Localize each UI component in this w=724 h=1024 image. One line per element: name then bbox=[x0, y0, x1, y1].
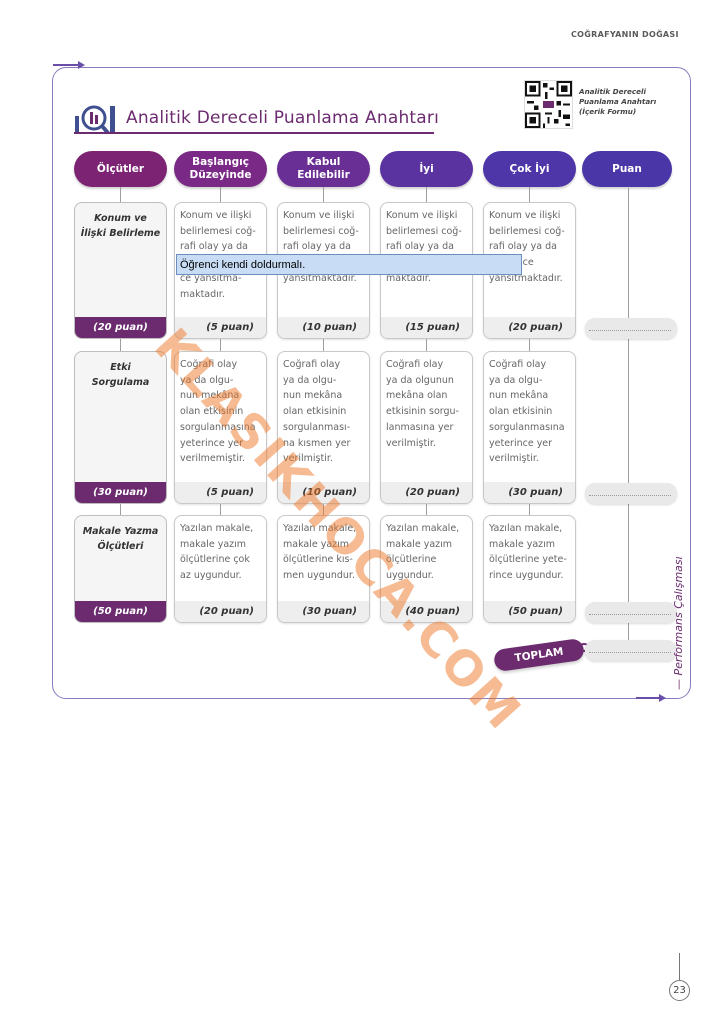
column-header-olcutler: Ölçütler bbox=[74, 151, 167, 187]
arrow-bottom-right-icon bbox=[636, 694, 666, 702]
connector-line bbox=[323, 339, 324, 351]
page-title: Analitik Dereceli Puanlama Anahtarı bbox=[126, 108, 440, 128]
cell-points: (10 puan) bbox=[278, 482, 369, 503]
criterion-card: Konum ve İlişki Belirleme (20 puan) bbox=[74, 202, 167, 339]
rubric-cell: Yazılan makale, makale yazım ölçütlerine… bbox=[380, 515, 473, 623]
criterion-points: (20 puan) bbox=[75, 317, 166, 338]
criterion-points: (50 puan) bbox=[75, 601, 166, 622]
column-header-label: Başlangıç bbox=[192, 156, 249, 168]
page-number-line bbox=[679, 953, 680, 980]
page-number: 23 bbox=[669, 980, 690, 1001]
side-label-holder: — Performans Çalışması bbox=[672, 556, 685, 690]
cell-description: Coğrafi olay ya da olgu- nun mekâna olan… bbox=[283, 359, 351, 465]
criterion-name: Konum ve İlişki Belirleme bbox=[80, 213, 161, 239]
analysis-magnifier-icon bbox=[74, 102, 120, 136]
qr-code-icon[interactable] bbox=[524, 80, 573, 129]
qr-caption-line: Analitik Dereceli bbox=[579, 87, 646, 96]
criterion-card: Etki Sorgulama (30 puan) bbox=[74, 351, 167, 504]
column-header-label: İyi bbox=[419, 162, 434, 175]
cell-points: (50 puan) bbox=[484, 601, 575, 622]
arrow-top-left-icon bbox=[53, 61, 85, 69]
column-header-label: Düzeyinde bbox=[189, 169, 252, 181]
column-header-label: Kabul bbox=[306, 156, 341, 168]
connector-line bbox=[529, 339, 530, 351]
score-field[interactable] bbox=[585, 483, 677, 504]
score-column-line bbox=[628, 188, 629, 658]
connector-line bbox=[220, 187, 221, 202]
qr-caption-line: Puanlama Anahtarı bbox=[579, 97, 657, 106]
criterion-points: (30 puan) bbox=[75, 482, 166, 503]
cell-description: Yazılan makale, makale yazım ölçütlerine… bbox=[489, 523, 567, 582]
student-fill-field[interactable]: Öğrenci kendi doldurmalı. bbox=[176, 254, 522, 275]
cell-points: (40 puan) bbox=[381, 601, 472, 622]
cell-description: Konum ve ilişki belirlemesi coğ- rafi ol… bbox=[283, 210, 359, 284]
cell-description: Konum ve ilişki belirlemesi coğ- rafi ol… bbox=[386, 210, 462, 284]
rubric-cell: Coğrafi olay ya da olgunun mekâna olan e… bbox=[380, 351, 473, 504]
connector-line bbox=[323, 187, 324, 202]
column-header-puan: Puan bbox=[582, 151, 672, 187]
section-header: COĞRAFYANIN DOĞASI bbox=[571, 30, 679, 39]
rubric-cell: Coğrafi olay ya da olgu- nun mekâna olan… bbox=[174, 351, 267, 504]
column-header-label: Ölçütler bbox=[96, 162, 145, 175]
cell-description: Yazılan makale, makale yazım ölçütlerine… bbox=[180, 523, 254, 582]
rubric-cell: Konum ve ilişki belirlemesi coğ- rafi ol… bbox=[483, 202, 576, 339]
cell-points: (20 puan) bbox=[381, 482, 472, 503]
cell-description: Yazılan makale, makale yazım ölçütlerine… bbox=[386, 523, 460, 582]
rubric-cell: Yazılan makale, makale yazım ölçütlerine… bbox=[483, 515, 576, 623]
connector-line bbox=[220, 504, 221, 515]
cell-description: Coğrafi olay ya da olgu- nun mekâna olan… bbox=[180, 359, 256, 465]
rubric-cell: Yazılan makale, makale yazım ölçütlerine… bbox=[174, 515, 267, 623]
connector-line bbox=[426, 504, 427, 515]
connector-line bbox=[120, 339, 121, 351]
connector-line bbox=[426, 339, 427, 351]
content-frame bbox=[52, 67, 691, 699]
cell-points: (10 puan) bbox=[278, 317, 369, 338]
title-underline bbox=[74, 132, 434, 134]
column-header-label: Puan bbox=[612, 162, 642, 175]
cell-description: Yazılan makale, makale yazım ölçütlerine… bbox=[283, 523, 357, 582]
column-header-cok-iyi: Çok İyi bbox=[483, 151, 576, 187]
column-header-iyi: İyi bbox=[380, 151, 473, 187]
cell-points: (30 puan) bbox=[484, 482, 575, 503]
score-field[interactable] bbox=[585, 602, 677, 623]
cell-points: (20 puan) bbox=[484, 317, 575, 338]
connector-line bbox=[120, 187, 121, 202]
rubric-cell: Coğrafi olay ya da olgu- nun mekâna olan… bbox=[277, 351, 370, 504]
column-header-label: Çok İyi bbox=[509, 162, 550, 175]
cell-description: Coğrafi olay ya da olgu- nun mekâna olan… bbox=[489, 359, 565, 465]
score-field[interactable] bbox=[585, 318, 677, 339]
rubric-cell: Yazılan makale, makale yazım ölçütlerine… bbox=[277, 515, 370, 623]
connector-line bbox=[426, 187, 427, 202]
connector-line bbox=[323, 504, 324, 515]
rubric-cell: Coğrafi olay ya da olgu- nun mekâna olan… bbox=[483, 351, 576, 504]
connector-line bbox=[220, 339, 221, 351]
cell-points: (15 puan) bbox=[381, 317, 472, 338]
connector-line bbox=[120, 504, 121, 515]
cell-points: (5 puan) bbox=[175, 317, 266, 338]
qr-caption-line: (İçerik Formu) bbox=[579, 107, 637, 116]
criterion-name: Makale Yazma Ölçütleri bbox=[82, 526, 159, 552]
qr-caption: Analitik Dereceli Puanlama Anahtarı (İçe… bbox=[579, 87, 679, 117]
cell-points: (30 puan) bbox=[278, 601, 369, 622]
cell-points: (5 puan) bbox=[175, 482, 266, 503]
connector-line bbox=[529, 187, 530, 202]
total-score-field[interactable] bbox=[585, 640, 677, 661]
column-header-label: Edilebilir bbox=[297, 169, 350, 181]
cell-points: (20 puan) bbox=[175, 601, 266, 622]
cell-description: Coğrafi olay ya da olgunun mekâna olan e… bbox=[386, 359, 459, 449]
side-label: Performans Çalışması bbox=[672, 556, 685, 676]
criterion-card: Makale Yazma Ölçütleri (50 puan) bbox=[74, 515, 167, 623]
cell-description: Konum ve ilişki belirlemesi coğ- rafi ol… bbox=[180, 210, 256, 300]
connector-line bbox=[529, 504, 530, 515]
criterion-name: Etki Sorgulama bbox=[91, 362, 150, 388]
